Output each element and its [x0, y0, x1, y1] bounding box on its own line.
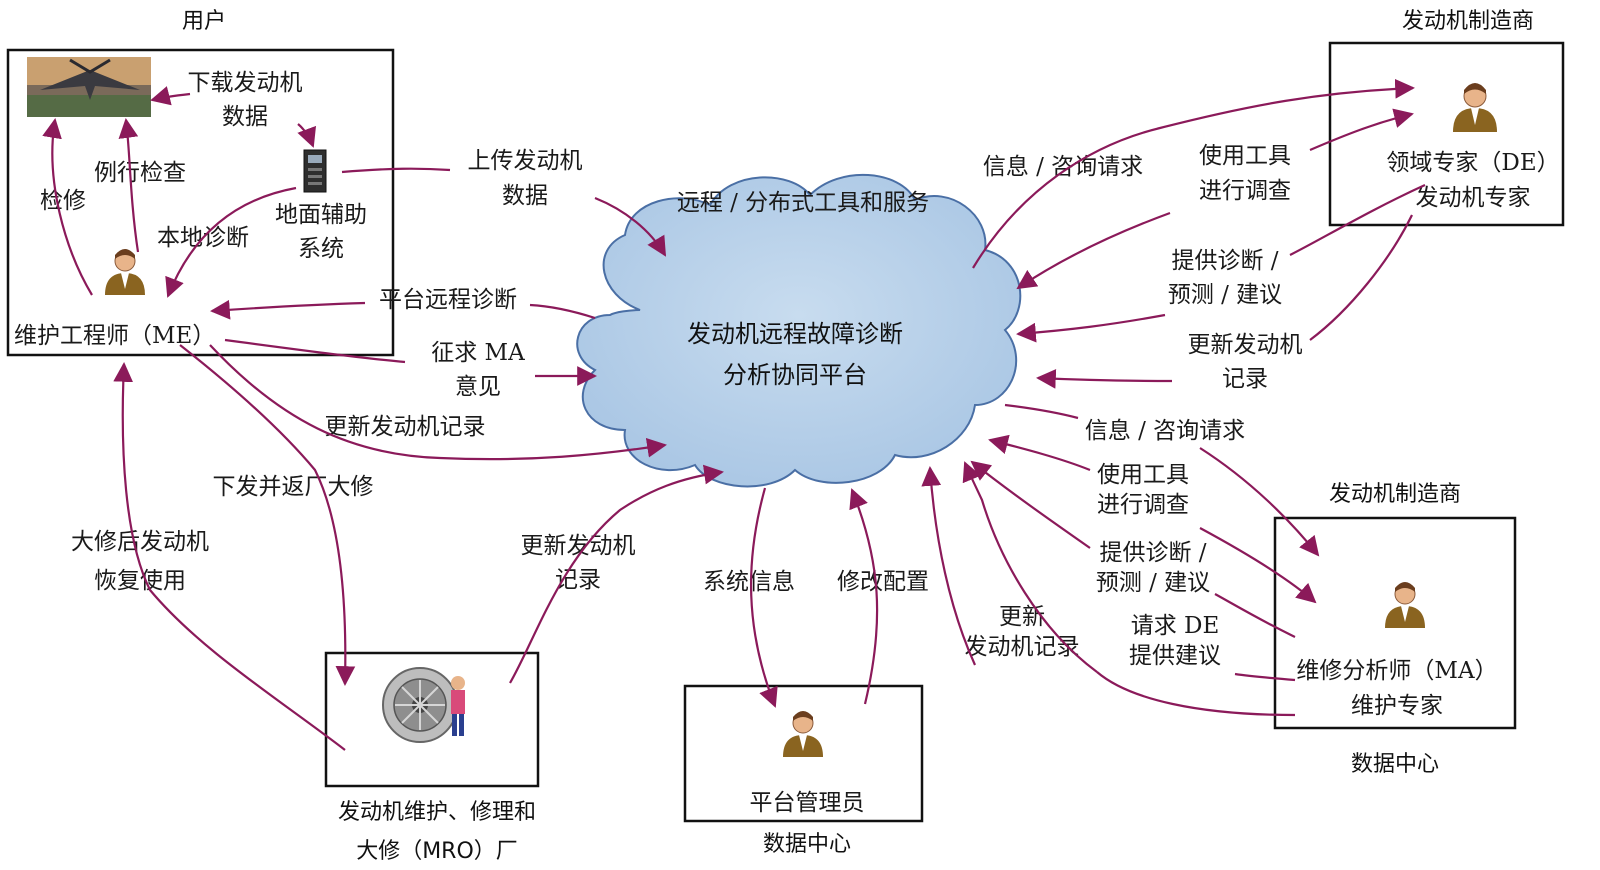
label-de-info: 信息 / 咨询请求: [983, 154, 1143, 180]
arrow-de-provide-seg2: [1016, 313, 1166, 343]
ground-terminal-icon: [303, 149, 327, 193]
arrow-repair: [42, 118, 93, 296]
role-ma-line1: 维修分析师（MA）: [1296, 658, 1497, 684]
label-restore-1: 大修后发动机: [71, 529, 209, 555]
mro-box: [324, 651, 540, 788]
arrow-ma-update-seg1: [1234, 672, 1296, 682]
label-ask-ma-2: 意见: [455, 374, 501, 400]
arrow-de-tools-seg1: [1309, 108, 1414, 152]
arrow-update-record-left: [209, 344, 667, 461]
platform-cloud: [576, 174, 1022, 488]
label-de-update-2: 记录: [1222, 366, 1268, 392]
header-datacenter-right: 数据中心: [1351, 752, 1439, 777]
arrow-ma-provide-seg2: [970, 460, 1091, 549]
label-download-1: 下载发动机: [188, 70, 303, 96]
arrow-download-aircraft: [150, 86, 191, 106]
person-icon-me: [105, 249, 145, 295]
label-ma-provide-2: 预测 / 建议: [1096, 570, 1210, 596]
engine-mro-icon: [382, 667, 465, 743]
role-admin: 平台管理员: [750, 790, 865, 816]
arrow-mro-update: [509, 464, 724, 684]
label-upload-1: 上传发动机: [468, 148, 583, 174]
cloud-service-label: 远程 / 分布式工具和服务: [677, 190, 929, 216]
arrow-upload-seg2: [594, 196, 667, 257]
arrow-ma-provide-seg1: [1214, 593, 1296, 638]
label-sys-info: 系统信息: [703, 569, 795, 595]
header-mro-line1: 发动机维护、修理和: [338, 800, 536, 825]
label-send-overhaul: 下发并返厂大修: [213, 474, 374, 500]
person-icon-admin: [783, 711, 823, 757]
label-repair: 检修: [40, 188, 86, 214]
arrow-remote-diag-seg1: [529, 303, 596, 320]
header-user: 用户: [182, 9, 226, 34]
label-de-tools-2: 进行调查: [1199, 178, 1291, 204]
arrow-restore: [113, 362, 346, 751]
arrow-modify-config: [849, 488, 879, 705]
label-modify-config: 修改配置: [837, 569, 929, 595]
arrow-ma-tools-seg1: [988, 434, 1091, 472]
header-datacenter-bottom: 数据中心: [763, 832, 851, 857]
label-ma-tools-2: 进行调查: [1097, 492, 1189, 518]
label-ma-request-1: 请求 DE: [1131, 613, 1220, 639]
person-icon-ma: [1385, 582, 1425, 628]
datacenter-box: [683, 684, 924, 823]
label-de-provide-2: 预测 / 建议: [1168, 282, 1282, 308]
role-ma-line2: 维护专家: [1351, 693, 1443, 719]
arrow-ma-request-seg2: [962, 461, 1098, 673]
arrow-de-update-seg2: [1036, 368, 1173, 389]
arrow-sys-info: [749, 487, 778, 708]
arrow-download-terminal: [297, 123, 317, 148]
label-ma-tools-1: 使用工具: [1097, 462, 1189, 488]
person-icon-de: [1453, 83, 1497, 132]
arrow-ask-ma-seg1: [224, 338, 406, 364]
header-mro-line2: 大修（MRO）厂: [356, 839, 518, 864]
user-box: [6, 48, 395, 357]
arrow-ma-request-seg1: [1096, 671, 1296, 717]
arrow-de-provide-seg1: [1289, 183, 1426, 256]
aircraft-image: [27, 57, 151, 117]
arrow-ma-info-seg1: [1004, 403, 1079, 420]
arrow-remote-diag-seg2: [210, 299, 366, 320]
label-ground-1: 地面辅助: [275, 202, 367, 228]
label-ma-update-1: 更新: [999, 604, 1045, 630]
header-manufacturer-bottom: 发动机制造商: [1329, 482, 1461, 507]
label-de-provide-1: 提供诊断 /: [1171, 248, 1278, 274]
label-ma-provide-1: 提供诊断 /: [1099, 540, 1206, 566]
label-routine: 例行检查: [94, 160, 186, 186]
cloud-title-line1: 发动机远程故障诊断: [687, 320, 903, 348]
label-ma-request-2: 提供建议: [1129, 643, 1221, 669]
manufacturer-bottom-box: [1273, 516, 1517, 730]
manufacturer-top-box: [1328, 41, 1565, 227]
label-ground-2: 系统: [298, 236, 344, 262]
label-restore-2: 恢复使用: [94, 568, 186, 594]
role-me: 维护工程师（ME）: [14, 323, 215, 349]
arrow-de-update-seg1: [1309, 214, 1413, 341]
header-manufacturer-top: 发动机制造商: [1402, 9, 1534, 34]
role-de-line2: 发动机专家: [1416, 185, 1531, 211]
label-update-record-left: 更新发动机记录: [325, 414, 486, 440]
label-de-update-1: 更新发动机: [1188, 332, 1303, 358]
label-de-tools-1: 使用工具: [1199, 143, 1291, 169]
label-ask-ma-1: 征求 MA: [431, 340, 525, 366]
arrow-ma-info-seg2: [1199, 447, 1320, 557]
arrow-routine: [118, 118, 140, 253]
arrow-de-tools-seg2: [1016, 211, 1171, 290]
arrow-local-diag: [165, 186, 297, 298]
label-remote-diag: 平台远程诊断: [379, 287, 517, 313]
label-upload-2: 数据: [502, 183, 548, 209]
arrow-ma-tools-seg2: [1199, 527, 1317, 604]
arrow-send-overhaul: [179, 344, 356, 686]
label-ma-info: 信息 / 咨询请求: [1085, 418, 1245, 444]
arrow-ma-update-seg2: [921, 466, 977, 666]
label-ma-update-2: 发动机记录: [965, 634, 1080, 660]
cloud-title-line2: 分析协同平台: [723, 361, 867, 389]
arrow-upload-seg1: [341, 167, 451, 174]
role-de-line1: 领域专家（DE）: [1386, 150, 1559, 176]
label-download-2: 数据: [222, 104, 268, 130]
arrow-de-info: [972, 78, 1415, 269]
